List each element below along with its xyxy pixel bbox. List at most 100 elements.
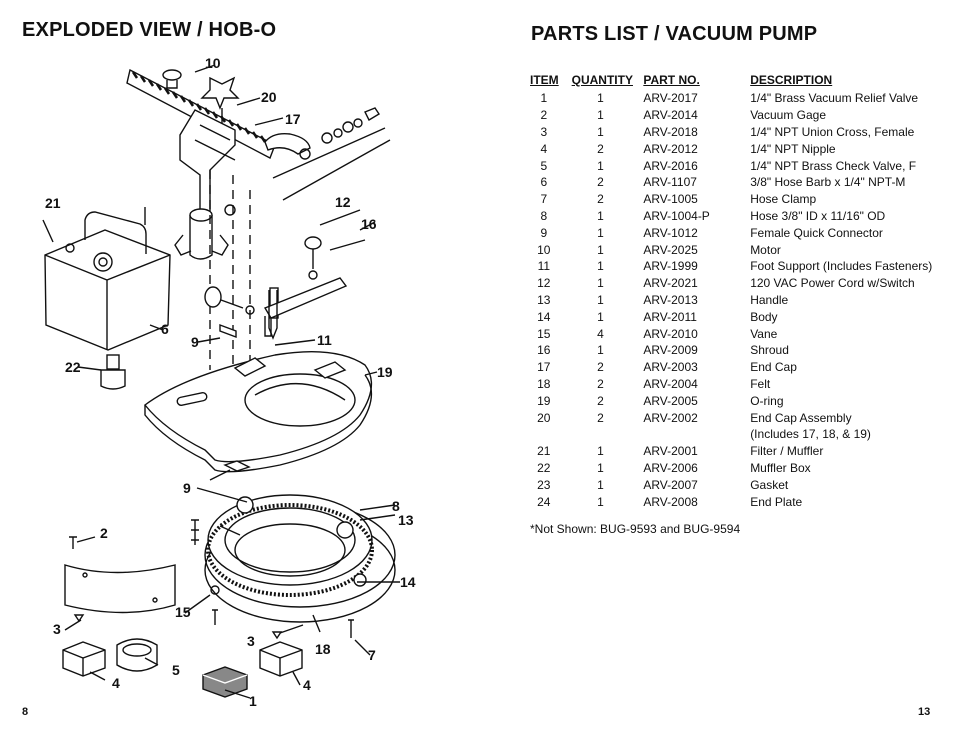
cell-description: Muffler Box: [750, 460, 811, 475]
cell-part-no: ARV-2001: [643, 444, 698, 459]
cell-part-no: ARV-2007: [643, 477, 698, 492]
callout-6: 6: [161, 321, 169, 337]
cell-description: Shroud: [750, 343, 789, 358]
cell-item: 11: [537, 259, 551, 274]
cell-description: End Cap: [750, 360, 797, 375]
muffler: [100, 354, 126, 390]
base-plate: [144, 351, 373, 473]
vane-housing: [116, 638, 158, 672]
callout-2: 2: [100, 525, 108, 541]
cell-quantity: 1: [597, 343, 604, 358]
cell-description: Body: [750, 309, 778, 324]
cell-item: 16: [537, 343, 551, 358]
cell-part-no: ARV-2002: [643, 410, 698, 425]
callout-21: 21: [45, 195, 61, 211]
callout-22: 22: [65, 359, 81, 375]
cell-item: 17: [537, 360, 551, 375]
callout-4-left: 4: [112, 675, 120, 691]
cell-item: 19: [537, 393, 551, 408]
cell-item: 5: [540, 158, 548, 173]
callout-8: 8: [392, 498, 400, 514]
cell-part-no: [643, 426, 750, 443]
felt-pad-right: [259, 641, 303, 677]
cell-quantity: 1: [597, 124, 604, 139]
cell-description: 1/4" Brass Vacuum Relief Valve: [750, 91, 919, 106]
cell-quantity: 1: [597, 259, 604, 274]
end-cap: [264, 132, 311, 160]
cell-part-no: ARV-2018: [643, 124, 698, 139]
cell-part-no: ARV-2014: [643, 108, 698, 123]
callout-10: 10: [205, 55, 221, 71]
cell-item: [530, 426, 572, 443]
cell-description: Foot Support (Includes Fasteners): [750, 259, 933, 274]
parts-table-header: ITEM QUANTITY PART NO. DESCRIPTION: [530, 73, 940, 90]
callout-16: 16: [361, 216, 377, 232]
callout-12: 12: [335, 194, 351, 210]
cell-quantity: 1: [597, 460, 604, 475]
cell-quantity: 2: [597, 141, 604, 156]
callout-19: 19: [377, 364, 393, 380]
callout-13: 13: [398, 512, 414, 528]
cell-part-no: ARV-1004-P: [643, 208, 710, 223]
cell-part-no: ARV-2010: [643, 326, 698, 341]
cell-part-no: ARV-2021: [643, 276, 698, 291]
cell-description: 120 VAC Power Cord w/Switch: [750, 276, 915, 291]
header-item: ITEM: [530, 73, 559, 87]
cell-item: 3: [540, 124, 548, 139]
cell-quantity: 4: [597, 326, 604, 341]
cell-description: Felt: [750, 376, 771, 391]
cell-item: 10: [537, 242, 551, 257]
cell-item: 23: [537, 477, 551, 492]
cell-part-no: ARV-2005: [643, 393, 698, 408]
cell-part-no: ARV-2013: [643, 292, 698, 307]
curved-band: [64, 564, 176, 614]
callout-4-right: 4: [303, 677, 311, 693]
cell-quantity: 1: [597, 309, 604, 324]
callout-3-right: 3: [247, 633, 255, 649]
cell-item: 20: [537, 410, 551, 425]
callout-3-left: 3: [53, 621, 61, 637]
cell-description: 3/8" Hose Barb x 1/4" NPT-M: [750, 175, 906, 190]
cell-description: Handle: [750, 292, 789, 307]
cell-part-no: ARV-1999: [643, 259, 698, 274]
cell-description: Female Quick Connector: [750, 225, 883, 240]
exploded-view-diagram: 10 20 17 12 21 16 6 9 11 22 19 9 8 2 13 …: [42, 55, 416, 709]
muffler-box: [44, 207, 171, 351]
cell-part-no: ARV-2011: [643, 309, 697, 324]
cell-part-no: ARV-2025: [643, 242, 698, 257]
cell-item: 15: [537, 326, 551, 341]
cell-description: Gasket: [750, 477, 789, 492]
cell-quantity: 1: [597, 225, 604, 240]
cell-item: 4: [540, 141, 548, 156]
cell-item: 8: [540, 208, 548, 223]
callout-14: 14: [400, 574, 416, 590]
cell-description: Vacuum Gage: [750, 108, 827, 123]
table-row: 3 1 ARV-2018 1/4" NPT Union Cross, Female: [530, 124, 940, 141]
gasket-grid: [202, 666, 248, 698]
cell-part-no: ARV-2016: [643, 158, 698, 173]
cell-quantity: 1: [597, 158, 604, 173]
cell-description: Vane: [750, 326, 778, 341]
callout-7: 7: [368, 647, 376, 663]
cell-description: Hose 3/8" ID x 11/16" OD: [750, 208, 886, 223]
cell-item: 22: [537, 460, 551, 475]
ring-assembly: [191, 494, 396, 623]
cell-part-no: ARV-2004: [643, 376, 698, 391]
callout-17: 17: [285, 111, 301, 127]
cell-part-no: ARV-2006: [643, 460, 698, 475]
side-knob: [204, 286, 279, 319]
page-number-right: 13: [918, 706, 931, 718]
cell-description: 1/4" NPT Union Cross, Female: [750, 124, 915, 139]
